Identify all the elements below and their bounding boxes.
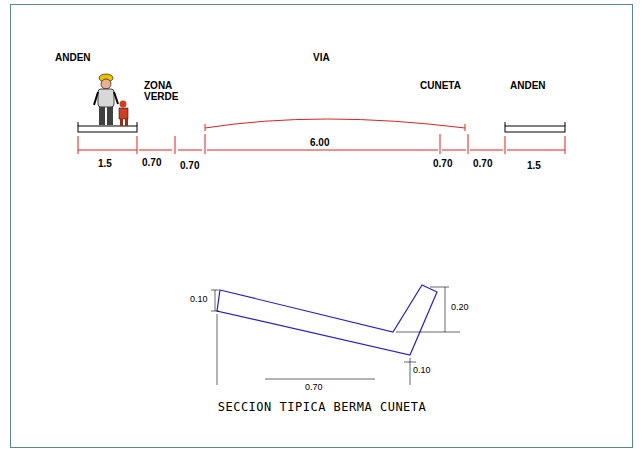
section-dimension-lines	[211, 287, 460, 385]
dimension-value: 0.70	[473, 158, 492, 169]
dimension-value: 0.10	[413, 366, 431, 376]
dimension-value: 0.20	[451, 303, 469, 313]
dimension-value: 0.70	[433, 158, 452, 169]
gutter-label: CUNETA	[420, 80, 461, 91]
dimension-value: 0.10	[190, 295, 208, 305]
sheet-frame	[11, 5, 633, 448]
dimension-value: 0.70	[305, 383, 323, 393]
right-sidewalk	[505, 122, 565, 132]
worker-figure	[94, 74, 128, 126]
sidewalk-label: ANDEN	[55, 52, 91, 63]
road-edges	[205, 124, 465, 131]
dimension-value: 6.00	[310, 137, 329, 148]
dimension-value: 1.5	[98, 158, 112, 169]
road-label: VIA	[313, 52, 330, 63]
dimension-lines	[78, 134, 565, 154]
gutter-section	[217, 285, 437, 355]
dimension-value: 0.70	[180, 160, 199, 171]
dimension-value: 1.5	[527, 160, 541, 171]
dimension-value: 0.70	[142, 157, 161, 168]
sidewalk-label: ANDEN	[510, 80, 546, 91]
green-zone-label: ZONA VERDE	[144, 80, 186, 102]
section-caption: SECCION TIPICA BERMA CUNETA	[218, 401, 427, 414]
road-surface	[205, 119, 465, 128]
